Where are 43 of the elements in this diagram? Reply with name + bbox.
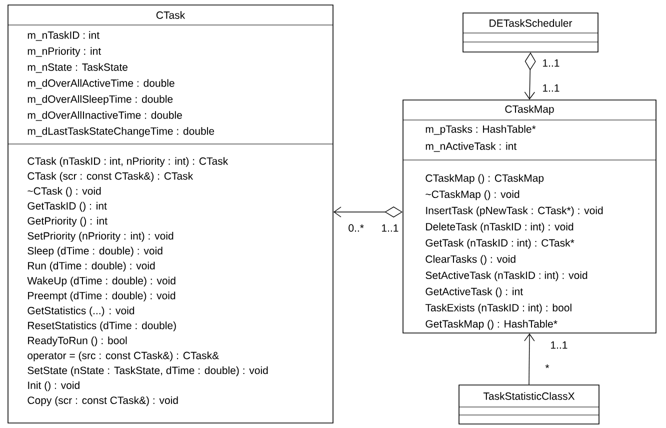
method-text: InsertTask (pNewTask : CTask*) : void — [426, 206, 603, 216]
method-text: Run (dTime : double) : void — [28, 262, 155, 272]
method-text: ~CTaskMap () : void — [426, 190, 520, 200]
method-text: GetTaskMap () : HashTable* — [426, 320, 558, 330]
attribute-text: m_nPriority : int — [28, 47, 102, 57]
method-text: CTaskMap () : CTaskMap — [426, 174, 544, 184]
method-text: GetActiveTask () : int — [426, 288, 523, 298]
multiplicity-label: 0..* — [348, 224, 364, 232]
method-text: Copy (scr : const CTask&) : void — [28, 396, 178, 406]
method-text: ResetStatistics (dTime : double) — [28, 322, 176, 332]
method-text: Sleep (dTime : double) : void — [28, 246, 162, 257]
method-text: SetActiveTask (nTaskID : int) : void — [426, 271, 588, 282]
method-text: SetPriority (nPriority : int) : void — [28, 232, 174, 242]
method-text: SetState (nState : TaskState, dTime : double) : void — [28, 366, 268, 376]
attribute-text: m_dOverAllInactiveTime : double — [28, 111, 182, 121]
method-text: CTask (scr : const CTask&) : CTask — [28, 172, 194, 182]
method-text: CTask (nTaskID : int, nPriority : int) : CTask — [28, 157, 228, 167]
method-text: ClearTasks () : void — [426, 255, 516, 265]
method-text: TaskExists (nTaskID : int) : bool — [425, 304, 572, 314]
method-text: DeleteTask (nTaskID : int) : void — [426, 222, 574, 232]
attribute-text: m_nTaskID : int — [28, 31, 100, 41]
method-text: GetStatistics (...) : void — [28, 306, 134, 316]
method-text: WakeUp (dTime : double) : void — [27, 276, 176, 286]
attribute-text: m_nActiveTask : int — [426, 142, 517, 152]
method-text: GetTask (nTaskID : int) : CTask* — [426, 238, 574, 249]
association-arrow — [524, 333, 535, 385]
method-text: ReadyToRun () : bool — [28, 336, 127, 346]
method-text: ~CTask () : void — [28, 187, 101, 197]
attribute-text: m_pTasks : HashTable* — [426, 125, 536, 135]
attribute-text: m_nState : TaskState — [28, 63, 128, 73]
method-text: operator = (src : const CTask&) : CTask& — [28, 352, 219, 362]
method-text: GetPriority () : int — [28, 216, 108, 227]
attribute-text: m_dOverAllActiveTime : double — [28, 79, 174, 89]
multiplicity-label: * — [545, 364, 550, 368]
method-text: GetTaskID () : int — [28, 202, 107, 212]
method-text: Preempt (dTime : double) : void — [28, 292, 176, 302]
class-name: DETaskScheduler — [490, 19, 572, 27]
class-name: CTaskMap — [505, 105, 554, 115]
class-name: TaskStatisticClassX — [483, 392, 575, 400]
attribute-text: m_dLastTaskStateChangeTime : double — [28, 127, 214, 137]
attribute-text: m_dOverAllSleepTime : double — [28, 95, 173, 105]
method-text: Init () : void — [28, 381, 80, 392]
class-name: CTask — [156, 11, 186, 19]
